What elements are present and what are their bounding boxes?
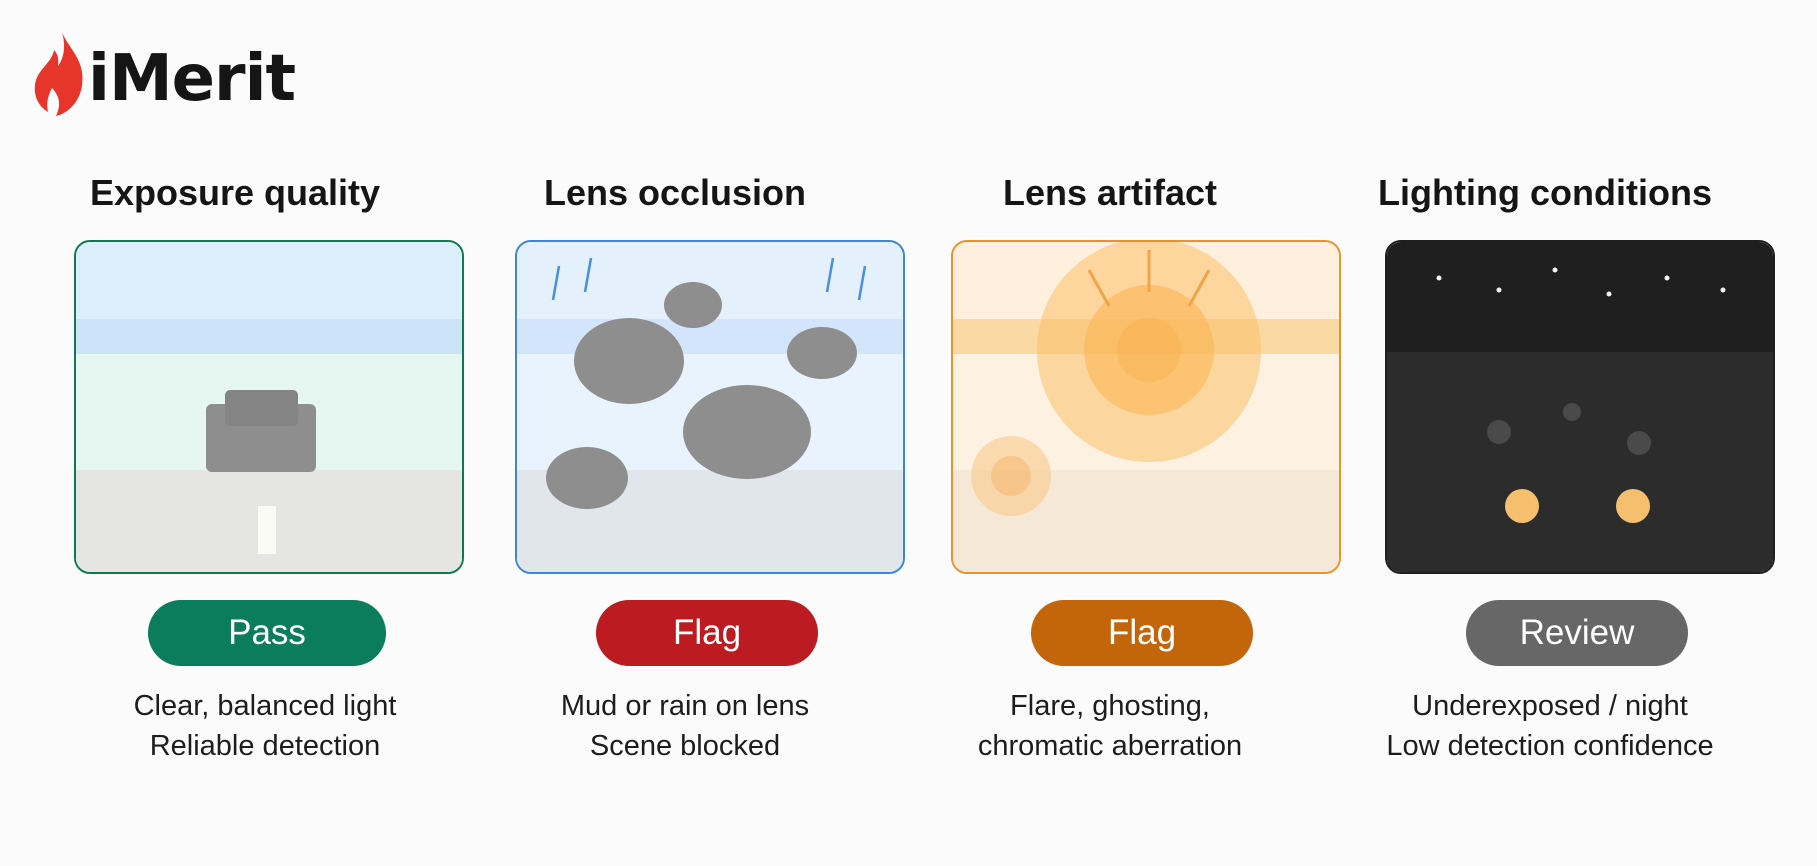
desc-line: Underexposed / night [1412, 690, 1688, 722]
desc-line: Low detection confidence [1386, 730, 1714, 762]
lens-artifact-description: Flare, ghosting, chromatic aberration [885, 686, 1335, 766]
desc-line: Clear, balanced light [133, 690, 397, 722]
desc-line: chromatic aberration [977, 730, 1243, 762]
badge-label: Flag [672, 613, 742, 652]
flag-badge: Flag [1031, 600, 1253, 666]
lighting-conditions-title: Lighting conditions [1378, 172, 1712, 213]
desc-line: Flare, ghosting, [1010, 690, 1210, 722]
lens-occlusion-description: Mud or rain on lens Scene blocked [460, 686, 910, 766]
flag-badge: Flag [596, 600, 818, 666]
desc-line: Scene blocked [589, 730, 781, 762]
imerit-logo: iMerit [32, 28, 296, 120]
exposure-quality-image [74, 240, 464, 574]
brand-name: iMerit [88, 42, 296, 116]
lens-artifact-title: Lens artifact [1002, 172, 1218, 213]
lens-occlusion-card: Lens occlusion Flag Mud or rain on lens … [480, 0, 905, 866]
exposure-quality-description: Clear, balanced light Reliable detection [40, 686, 490, 766]
badge-label: Review [1519, 613, 1635, 652]
exposure-quality-title: Exposure quality [89, 172, 381, 213]
flame-icon [34, 32, 83, 116]
badge-label: Flag [1107, 613, 1177, 652]
desc-line: Mud or rain on lens [560, 690, 810, 722]
lens-artifact-card: Lens artifact Flag Flare, ghosting, chro… [915, 0, 1341, 866]
badge-label: Pass [228, 613, 306, 652]
exposure-quality-card: Exposure quality Pass Clear, balanced li… [40, 0, 464, 866]
lighting-conditions-card: Lighting conditions Review Underexposed … [1350, 0, 1775, 866]
lens-occlusion-image [515, 240, 905, 574]
lighting-conditions-image [1385, 240, 1775, 574]
review-badge: Review [1466, 600, 1688, 666]
desc-line: Reliable detection [149, 730, 381, 762]
lighting-conditions-description: Underexposed / night Low detection confi… [1325, 686, 1775, 766]
lens-occlusion-title: Lens occlusion [543, 172, 807, 213]
pass-badge: Pass [148, 600, 386, 666]
lens-artifact-image [951, 240, 1341, 574]
